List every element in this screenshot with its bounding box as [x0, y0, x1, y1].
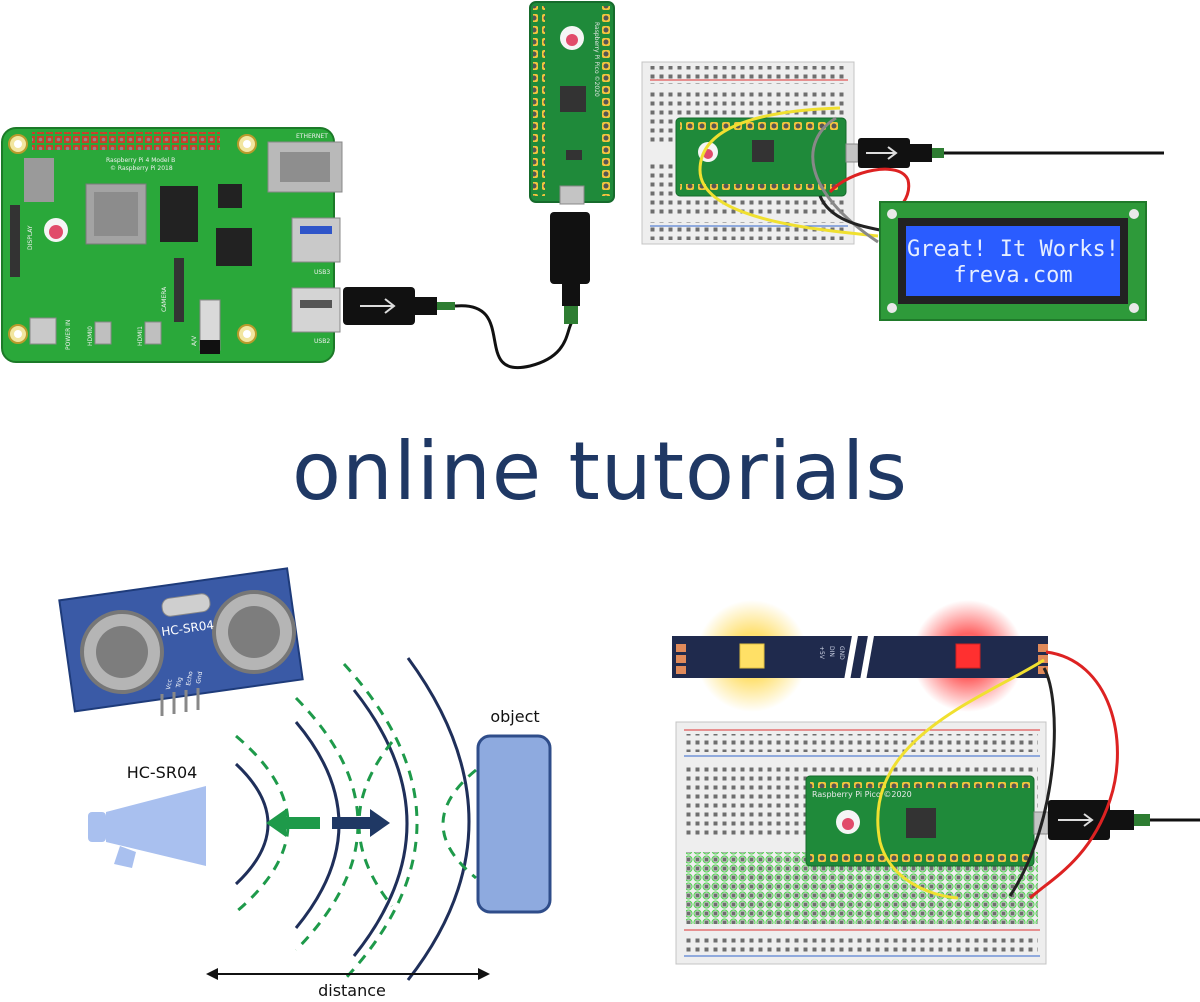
lcd-line-2: freva.com — [953, 263, 1072, 288]
led-red — [955, 643, 981, 669]
ultrasonic-wave-diagram: HC-SR04 object — [88, 657, 552, 1000]
rpi-board-copyright: © Raspberry Pi 2018 — [110, 165, 173, 172]
power-in-label: POWER IN — [65, 320, 72, 350]
av-label: A/V — [191, 335, 198, 346]
camera-label: CAMERA — [161, 286, 168, 312]
pulse-arrow-icon — [332, 809, 390, 837]
emitter-label: HC-SR04 — [127, 763, 198, 782]
led-yellow — [739, 643, 765, 669]
pico-bottom-label: Raspberry Pi Pico ©2020 — [812, 790, 912, 799]
ultrasonic-sensor-module: HC-SR04 Vcc Trig Echo Gnd — [58, 567, 304, 716]
echo-arrow-icon — [266, 809, 320, 837]
lcd-line-1: Great! It Works! — [907, 237, 1119, 262]
raspberry-pi-pico-standalone: Raspberry Pi Pico ©2020 — [529, 1, 615, 205]
strip-pad-din-label: DIN — [828, 646, 835, 657]
led-strip-circuit: +5V DIN GND Raspberry Pi Pico ©2020 — [672, 600, 1200, 965]
raspberry-pi-4-board: Raspberry Pi 4 Model B © Raspberry Pi 20… — [1, 127, 343, 363]
usb3-label: USB3 — [314, 269, 330, 276]
strip-pad-5v-label: +5V — [818, 646, 825, 660]
ethernet-label: ETHERNET — [296, 133, 328, 140]
pin-label-echo: Echo — [185, 670, 194, 686]
rpi-board-name: Raspberry Pi 4 Model B — [106, 157, 175, 164]
sensor-pin-labels: Vcc Trig Echo Gnd — [165, 670, 204, 690]
usb-cable-pi-to-pico — [343, 212, 590, 370]
pin-label-gnd: Gnd — [195, 671, 204, 684]
page-title: online tutorials — [292, 425, 908, 518]
strip-pad-gnd-label: GND — [838, 646, 845, 660]
usb2-label: USB2 — [314, 338, 330, 345]
hdmi0-label: HDMI0 — [87, 326, 94, 346]
object-label: object — [490, 707, 539, 726]
display-label: DISPLAY — [27, 225, 34, 250]
megaphone-icon — [88, 786, 206, 868]
breadboard-lcd-circuit: Great! It Works! freva.com — [641, 61, 1164, 321]
pin-label-vcc: Vcc — [165, 679, 174, 691]
distance-arrow — [206, 968, 490, 980]
hdmi1-label: HDMI1 — [137, 326, 144, 346]
pin-label-trig: Trig — [175, 676, 184, 689]
distance-label: distance — [318, 981, 386, 1000]
pico-top-label: Raspberry Pi Pico ©2020 — [593, 22, 600, 97]
